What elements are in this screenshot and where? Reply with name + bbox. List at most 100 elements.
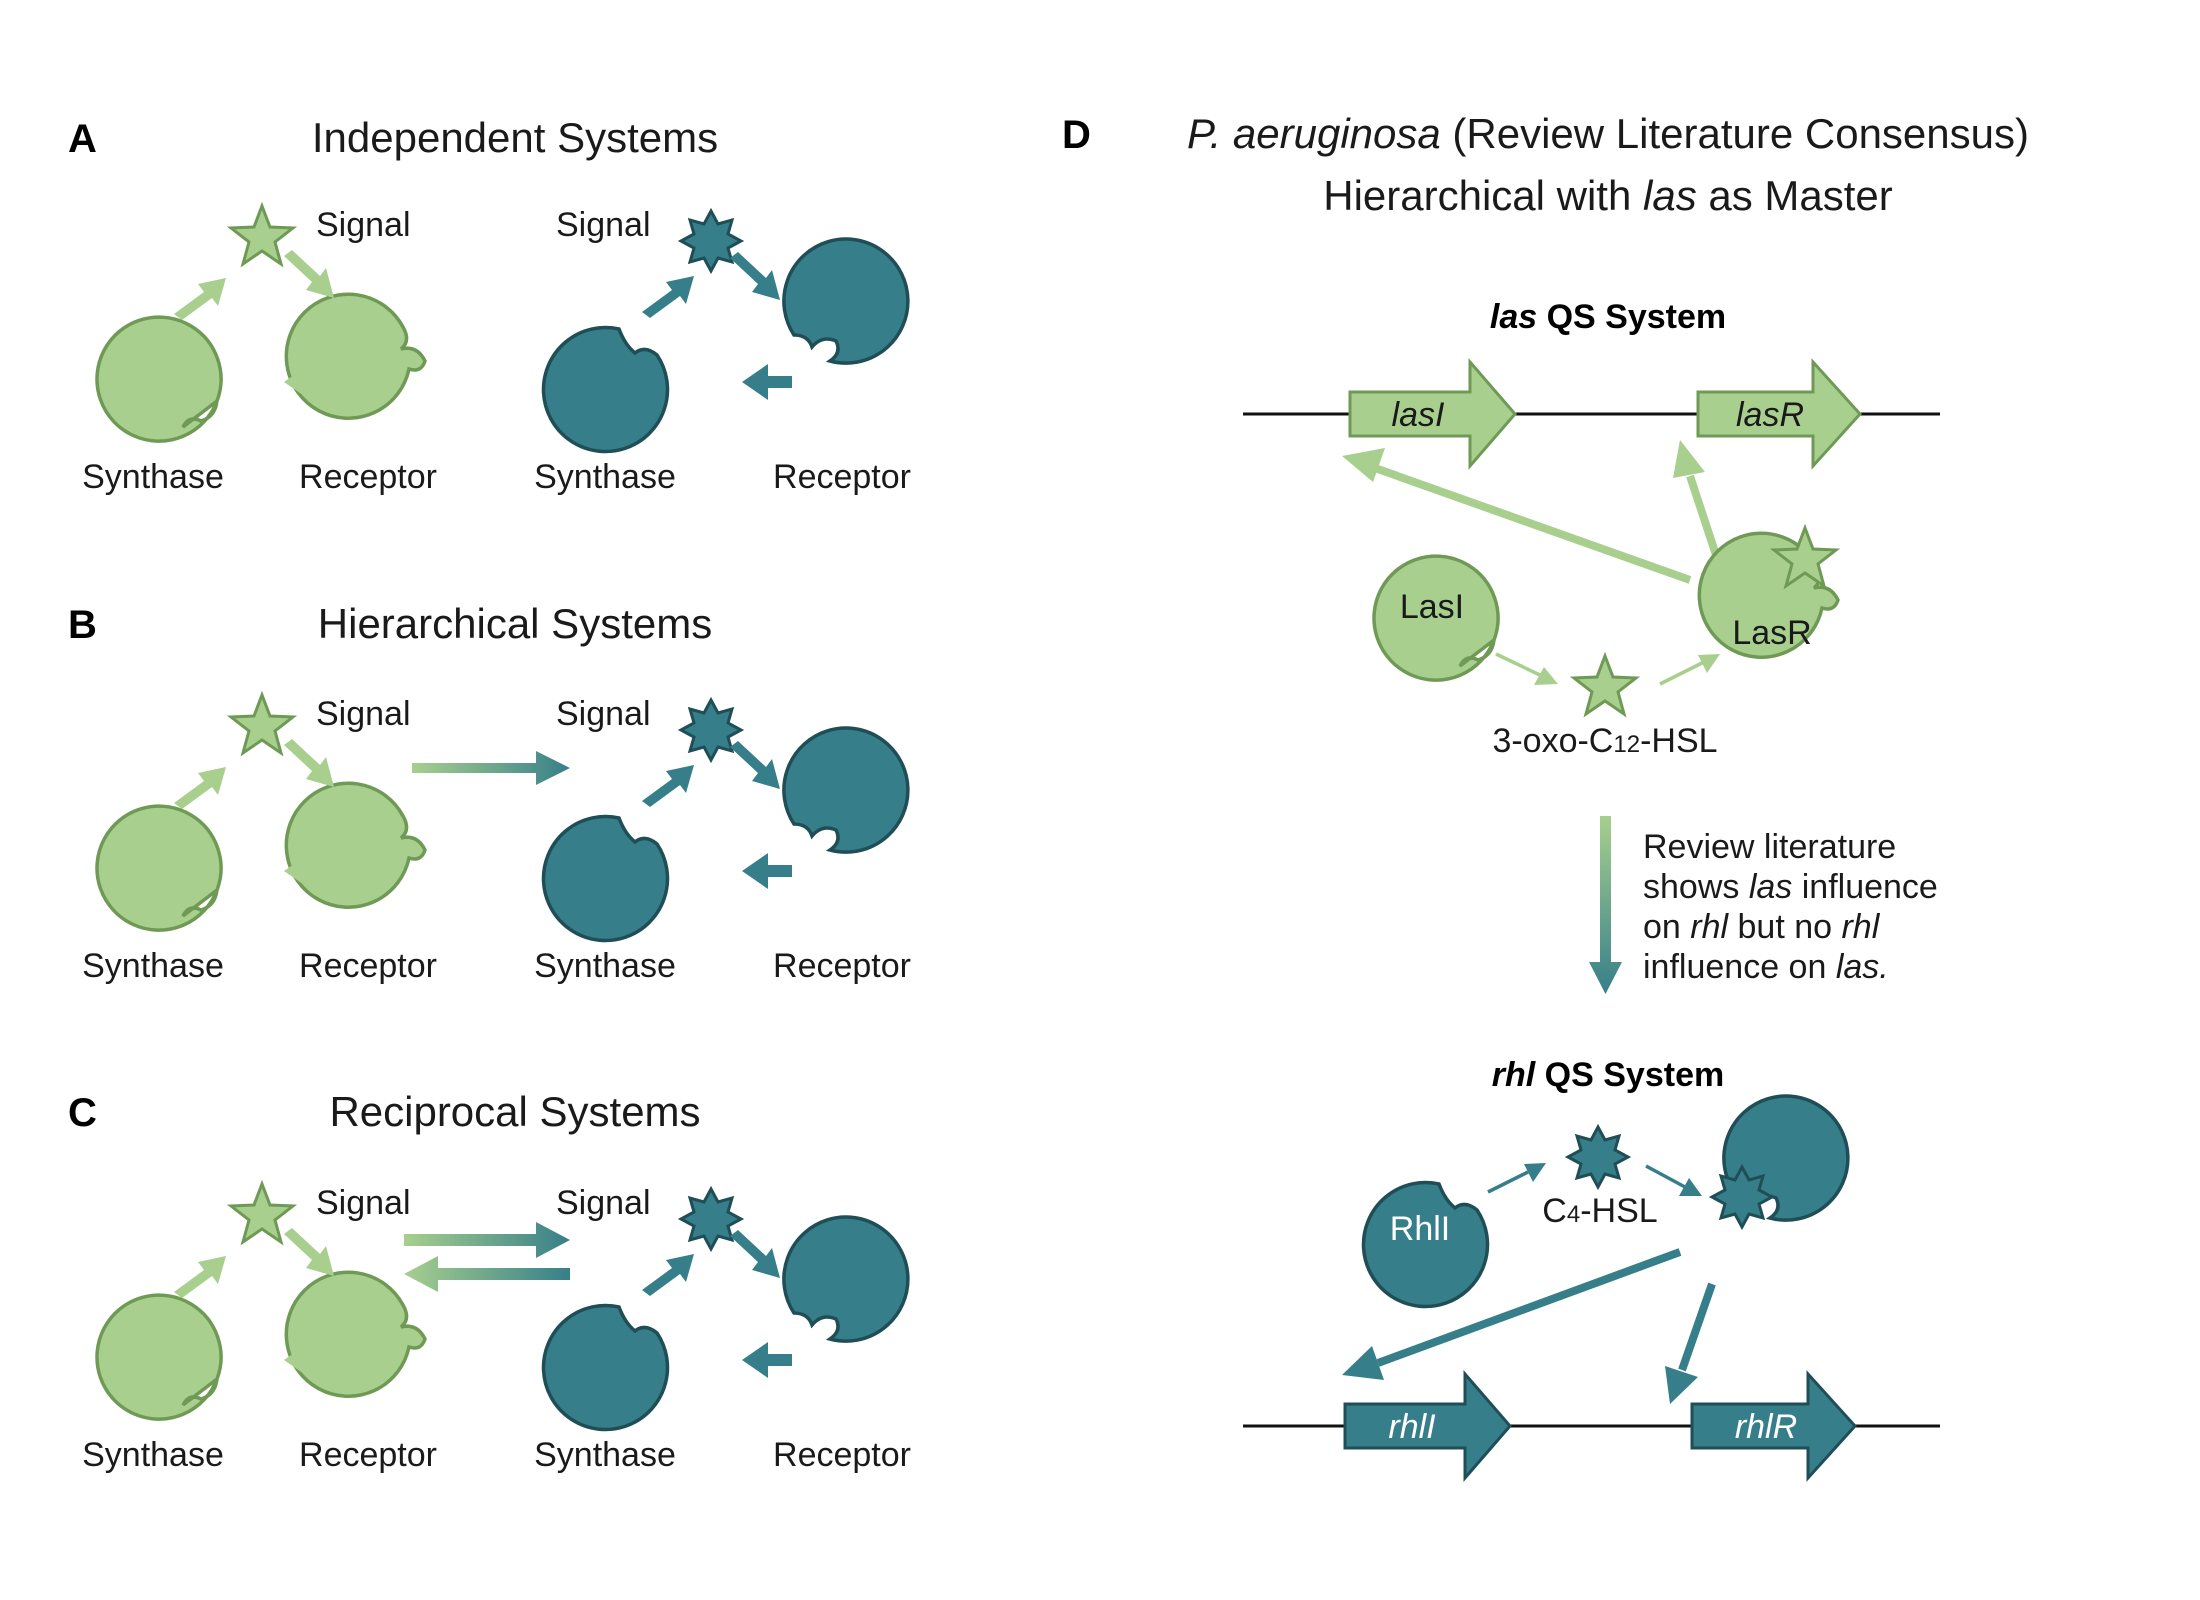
rhlR-to-rhlR-arrow xyxy=(1665,1282,1716,1404)
signal-label: Signal xyxy=(316,206,411,244)
panel-b-title: Hierarchical Systems xyxy=(318,600,712,647)
las-signal-label: 3-oxo-C12-HSL xyxy=(1492,722,1717,760)
synthase-label: Synthase xyxy=(82,458,224,496)
note-seg: influence on xyxy=(1643,948,1836,986)
rhl-signal-label: C4-HSL xyxy=(1542,1192,1657,1230)
note-seg: rhl xyxy=(1690,908,1729,946)
receptor-label: Receptor xyxy=(299,1436,437,1474)
lasR-gene-arrow xyxy=(1696,358,1863,470)
receptor-shape xyxy=(782,726,910,854)
teal-circuit: Signal Synthase Receptor xyxy=(534,1184,911,1474)
synthase-to-signal-arrow xyxy=(642,276,694,318)
receptor-label: Receptor xyxy=(773,458,911,496)
teal-circuit: Signal Synthase Receptor xyxy=(534,695,911,985)
receptor-label: Receptor xyxy=(773,1436,911,1474)
bound-rhl-signal-star-icon xyxy=(1710,1165,1774,1229)
note-seg: las xyxy=(1749,868,1792,906)
panel-d-letter: D xyxy=(1062,113,1091,157)
signal-star-icon xyxy=(229,1182,295,1244)
las-signal-sub: 12 xyxy=(1613,731,1640,758)
note-line-1: Review literature xyxy=(1643,828,1896,866)
rhlI-to-signal-arrow xyxy=(1487,1163,1546,1194)
rhlI-gene-label: rhlI xyxy=(1388,1408,1436,1446)
panel-a-letter: A xyxy=(68,117,97,161)
note-seg: shows xyxy=(1643,868,1749,906)
receptor-to-synthase-arrow xyxy=(742,853,792,889)
las-signal-star-icon xyxy=(1572,654,1638,716)
title-rest: (Review Literature Consensus) xyxy=(1441,110,2029,157)
panel-c-letter: C xyxy=(68,1091,97,1135)
note-seg: influence xyxy=(1792,868,1938,906)
note-line-4: influence on las. xyxy=(1643,948,1889,986)
las-header-rest: QS System xyxy=(1537,298,1726,336)
note-seg: on xyxy=(1643,908,1690,946)
synthase-label: Synthase xyxy=(82,947,224,985)
green-circuit: Signal Synthase Receptor xyxy=(82,1182,437,1474)
signal-to-receptor-arrow xyxy=(730,252,780,300)
panel-d: D P. aeruginosa (Review Literature Conse… xyxy=(1062,110,2029,1483)
signal-label: Signal xyxy=(316,695,411,733)
receptor-to-synthase-arrow xyxy=(742,364,792,400)
panel-b-letter: B xyxy=(68,603,97,647)
receptor-shape xyxy=(284,781,427,909)
green-circuit: Signal Synthase Receptor xyxy=(82,204,437,496)
subtitle-post: as Master xyxy=(1697,172,1893,219)
lasR-protein-label: LasR xyxy=(1732,614,1811,652)
rhlI-protein-label: RhlI xyxy=(1390,1210,1450,1248)
receptor-label: Receptor xyxy=(299,458,437,496)
signal-label: Signal xyxy=(556,1184,651,1222)
lasI-to-signal-arrow xyxy=(1495,652,1558,685)
lasI-protein-label: LasI xyxy=(1400,588,1464,626)
rhl-signal-star-icon xyxy=(1566,1125,1630,1189)
lasR-gene-label: lasR xyxy=(1736,396,1804,434)
synthase-shape xyxy=(541,1303,670,1432)
synthase-to-signal-arrow xyxy=(174,1256,226,1298)
signal-to-receptor-arrow xyxy=(284,739,334,787)
lasR-to-lasI-arrow xyxy=(1342,448,1692,584)
note-seg: las. xyxy=(1836,948,1889,986)
signal-to-receptor-arrow xyxy=(730,741,780,789)
synthase-label: Synthase xyxy=(534,947,676,985)
signal-label: Signal xyxy=(556,206,651,244)
synthase-to-signal-arrow xyxy=(642,1254,694,1296)
rhlR-gene-arrow xyxy=(1690,1370,1858,1482)
receptor-shape xyxy=(284,1270,427,1398)
note-line-3: on rhl but no rhl xyxy=(1643,908,1881,946)
las-to-rhl-arrow xyxy=(1589,816,1622,994)
reciprocal-arrow-forward xyxy=(404,1222,570,1258)
rhlR-to-rhlI-arrow xyxy=(1342,1248,1682,1380)
panel-d-subtitle: Hierarchical with las as Master xyxy=(1323,172,1893,219)
rhl-signal-pre: C xyxy=(1542,1192,1567,1230)
note-line-2: shows las influence xyxy=(1643,868,1938,906)
note-seg: Review literature xyxy=(1643,828,1896,866)
receptor-shape xyxy=(782,1215,910,1343)
rhlI-gene-arrow xyxy=(1343,1369,1512,1483)
las-header-italic: las xyxy=(1490,298,1537,336)
synthase-label: Synthase xyxy=(534,458,676,496)
signal-to-receptor-arrow xyxy=(284,250,334,298)
las-signal-pre: 3-oxo-C xyxy=(1492,722,1613,760)
signal-star-icon xyxy=(679,209,743,273)
receptor-shape xyxy=(782,237,910,365)
synthase-to-signal-arrow xyxy=(174,767,226,809)
synthase-shape xyxy=(541,325,670,454)
signal-to-lasR-arrow xyxy=(1659,654,1720,686)
signal-star-icon xyxy=(679,1187,743,1251)
receptor-label: Receptor xyxy=(299,947,437,985)
species-name: P. aeruginosa xyxy=(1187,110,1441,157)
synthase-shape xyxy=(95,804,223,932)
signal-to-rhlR-arrow xyxy=(1645,1164,1702,1196)
rhl-signal-sub: 4 xyxy=(1567,1201,1580,1228)
rhl-signal-post: -HSL xyxy=(1580,1192,1657,1230)
panel-a: Signal Synthase Receptor Signal Synthase… xyxy=(82,204,911,496)
synthase-shape xyxy=(541,814,670,943)
signal-star-icon xyxy=(229,693,295,755)
synthase-to-signal-arrow xyxy=(174,278,226,320)
panel-b: Signal Synthase Receptor Signal Synthase… xyxy=(82,693,911,985)
signal-to-receptor-arrow xyxy=(730,1230,780,1278)
note-seg: but no xyxy=(1728,908,1841,946)
synthase-to-signal-arrow xyxy=(642,765,694,807)
green-circuit: Signal Synthase Receptor xyxy=(82,693,437,985)
rhlR-gene-label: rhlR xyxy=(1735,1408,1797,1446)
